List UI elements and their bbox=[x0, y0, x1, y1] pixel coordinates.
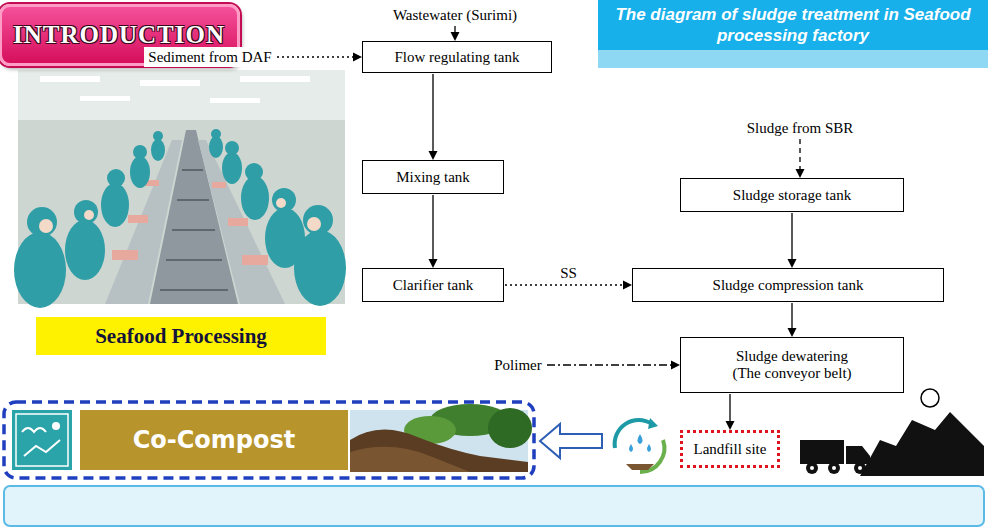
process-box: Flow regulating tank bbox=[362, 41, 552, 73]
flow-connector bbox=[277, 53, 362, 62]
node-text: Sludge from SBR bbox=[747, 120, 854, 137]
connector-line bbox=[791, 213, 792, 260]
flow-connector bbox=[429, 195, 438, 268]
caption-box: Seafood Processing bbox=[36, 317, 326, 355]
connector-line bbox=[432, 195, 433, 260]
process-box: Sludge dewatering(The conveyor belt) bbox=[680, 337, 904, 393]
process-box: Clarifier tank bbox=[362, 268, 504, 302]
connector-line bbox=[454, 26, 455, 33]
arrow-head bbox=[623, 281, 632, 290]
connector-line bbox=[505, 284, 624, 285]
node-text: Landfill site bbox=[694, 441, 767, 458]
arrow-head bbox=[429, 151, 438, 160]
process-box: Sludge storage tank bbox=[680, 178, 904, 212]
source-label: Wastewater (Surimi) bbox=[389, 5, 522, 25]
node-text: INTRODUCTION bbox=[13, 21, 225, 49]
source-label: Polimer bbox=[490, 355, 546, 375]
arrow-head bbox=[451, 32, 460, 41]
compost-box: Co-Compost bbox=[80, 410, 348, 470]
title-reflection bbox=[598, 50, 988, 68]
compost-photo bbox=[350, 404, 532, 472]
connector-line bbox=[791, 303, 792, 329]
footer-band bbox=[4, 486, 984, 526]
arrow-head bbox=[726, 421, 735, 430]
hollow-arrow bbox=[540, 424, 602, 458]
node-text: Mixing tank bbox=[396, 169, 470, 186]
node-text: Sediment from DAF bbox=[148, 49, 271, 66]
node-text: Sludge compression tank bbox=[713, 277, 864, 294]
edge-label: SS bbox=[558, 265, 579, 282]
recycle-icon bbox=[615, 418, 665, 472]
title-text: The diagram of sludge treatment in Seafo… bbox=[606, 4, 980, 46]
source-label: Sludge from SBR bbox=[743, 118, 858, 138]
flow-connector bbox=[788, 303, 797, 337]
node-text: Wastewater (Surimi) bbox=[393, 7, 517, 24]
connector-line bbox=[799, 139, 800, 170]
connector-line bbox=[432, 74, 433, 152]
title-banner: The diagram of sludge treatment in Seafo… bbox=[598, 0, 988, 50]
landfill-truck bbox=[800, 381, 984, 476]
flow-connector bbox=[788, 213, 797, 268]
arrow-head bbox=[429, 259, 438, 268]
node-text: Sludge storage tank bbox=[733, 187, 851, 204]
connector-line bbox=[277, 56, 354, 57]
arrow-head bbox=[796, 169, 805, 178]
flow-connector bbox=[796, 139, 805, 178]
connector-line bbox=[729, 394, 730, 422]
connector-line bbox=[547, 364, 672, 365]
node-text: Flow regulating tank bbox=[395, 49, 520, 66]
node-text: Sludge dewatering bbox=[736, 348, 848, 365]
node-text: (The conveyor belt) bbox=[732, 365, 851, 382]
compost-icon bbox=[12, 410, 72, 470]
flow-connector bbox=[726, 394, 735, 430]
flow-connector bbox=[429, 74, 438, 160]
source-label: Sediment from DAF bbox=[144, 47, 276, 67]
flow-connector bbox=[451, 26, 460, 41]
landfill-box: Landfill site bbox=[680, 430, 780, 468]
arrow-head bbox=[788, 259, 797, 268]
process-box: Sludge compression tank bbox=[632, 268, 944, 302]
factory-photo bbox=[14, 70, 346, 308]
flow-connector bbox=[547, 361, 680, 370]
node-text: Polimer bbox=[494, 357, 542, 374]
arrow-head bbox=[671, 361, 680, 370]
node-text: Co-Compost bbox=[133, 426, 296, 454]
arrow-head bbox=[353, 53, 362, 62]
node-text: Clarifier tank bbox=[393, 277, 473, 294]
dashed-frame bbox=[4, 402, 534, 478]
process-box: Mixing tank bbox=[362, 160, 504, 194]
arrow-head bbox=[788, 328, 797, 337]
node-text: Seafood Processing bbox=[95, 324, 267, 349]
